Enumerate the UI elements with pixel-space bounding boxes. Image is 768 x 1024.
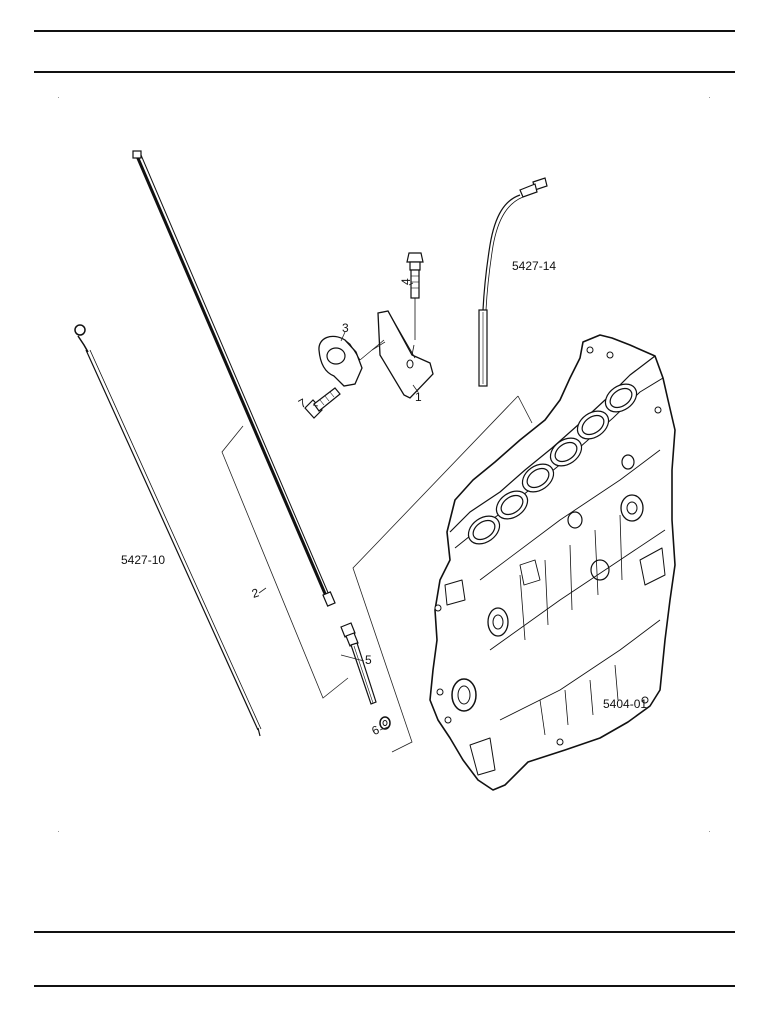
corner-mark bbox=[709, 97, 710, 98]
cylinder-bores bbox=[467, 383, 638, 545]
dipstick-5427-10 bbox=[74, 324, 262, 737]
washer-item-6 bbox=[379, 716, 391, 730]
corner-mark bbox=[58, 97, 59, 98]
callout-1: 1 bbox=[415, 390, 422, 404]
callout-4: 4 bbox=[399, 278, 413, 285]
callout-3: 3 bbox=[342, 321, 349, 335]
callout-5404-01: 5404-01 bbox=[603, 697, 647, 711]
assembly-guide-lines bbox=[221, 341, 533, 753]
leader-lines bbox=[258, 282, 419, 594]
callout-5427-14: 5427-14 bbox=[512, 259, 556, 273]
bolt-item-4 bbox=[406, 252, 424, 340]
corner-mark bbox=[58, 831, 59, 832]
callout-5427-10: 5427-10 bbox=[121, 553, 165, 567]
clamp-item-3 bbox=[318, 335, 385, 387]
callout-5: 5 bbox=[365, 653, 372, 667]
header-rule bbox=[34, 71, 735, 73]
corner-mark bbox=[709, 831, 710, 832]
sensor-5427-14 bbox=[478, 177, 548, 387]
engine-block-5404-01 bbox=[429, 334, 676, 791]
bolt-item-7 bbox=[304, 387, 341, 419]
dipstick-tube bbox=[132, 150, 336, 607]
bottom-rule bbox=[34, 985, 735, 987]
callout-2: 2 bbox=[250, 585, 261, 600]
connector-item-5 bbox=[340, 622, 377, 705]
top-rule bbox=[34, 30, 735, 32]
footer-rule bbox=[34, 931, 735, 933]
bracket-item-1 bbox=[377, 310, 434, 399]
